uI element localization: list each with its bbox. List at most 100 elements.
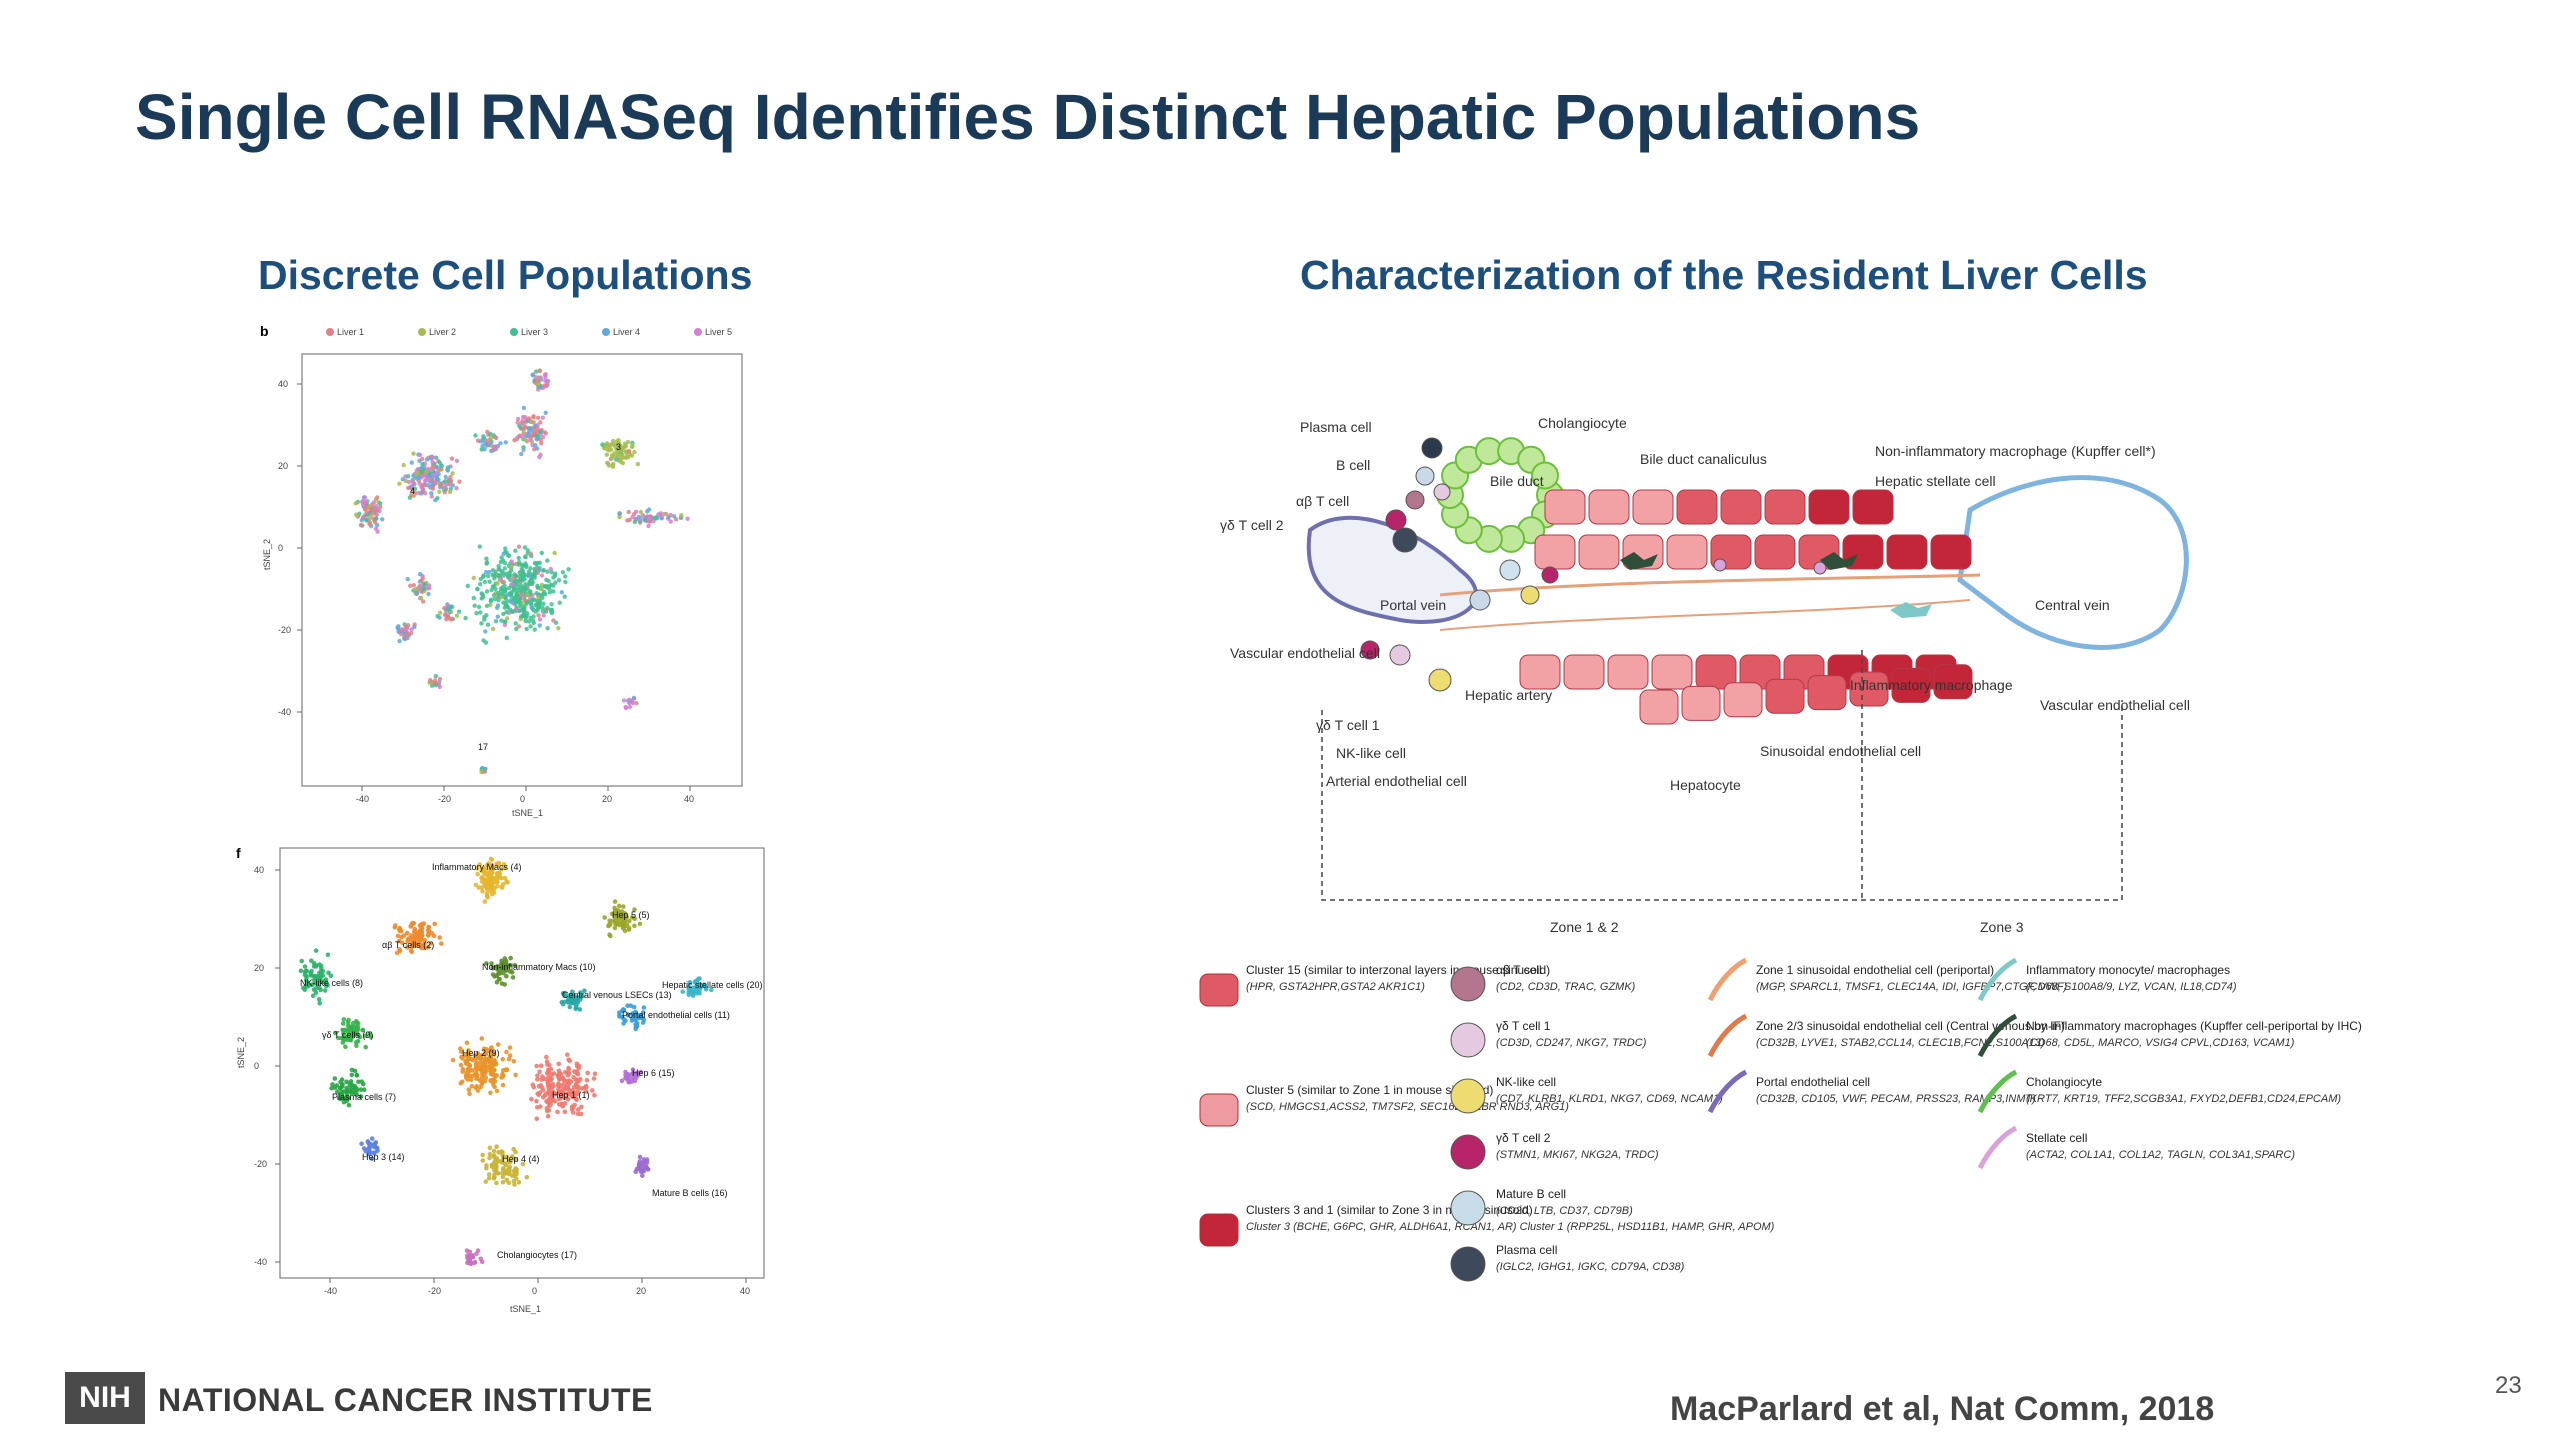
data-point xyxy=(547,584,552,589)
data-point xyxy=(509,1173,515,1178)
label-zone-1-2: Zone 1 & 2 xyxy=(1550,919,1619,935)
data-point xyxy=(370,1143,376,1149)
data-point xyxy=(584,1077,590,1083)
data-point xyxy=(350,1020,356,1026)
data-point xyxy=(395,933,401,939)
data-point xyxy=(488,873,494,879)
data-point xyxy=(546,1099,552,1105)
data-point xyxy=(524,1174,530,1180)
data-point xyxy=(474,1065,479,1070)
data-point xyxy=(505,605,511,610)
data-point xyxy=(543,583,548,589)
cluster-label: αβ T cells (2) xyxy=(382,940,434,950)
data-point xyxy=(531,607,536,613)
data-point xyxy=(492,434,498,440)
data-point xyxy=(354,1072,360,1078)
data-point xyxy=(443,484,448,490)
data-point xyxy=(467,1091,472,1097)
data-point xyxy=(546,1088,552,1093)
data-point xyxy=(477,862,482,867)
cluster-label: Portal endothelial cells (11) xyxy=(622,1010,730,1020)
data-point xyxy=(414,590,419,595)
data-point xyxy=(535,446,540,451)
data-point xyxy=(507,1158,512,1163)
legend-title: Plasma cell xyxy=(1496,1243,1557,1257)
data-point xyxy=(470,1057,476,1063)
data-point xyxy=(475,438,481,443)
data-point xyxy=(491,889,497,895)
data-point xyxy=(368,1034,374,1040)
data-point xyxy=(418,452,423,458)
legend-label: Liver 5 xyxy=(705,327,732,337)
data-point xyxy=(602,915,607,920)
data-point xyxy=(626,925,632,931)
data-point xyxy=(340,1021,346,1026)
data-point xyxy=(645,514,650,519)
data-point xyxy=(496,870,502,876)
data-point xyxy=(617,515,622,520)
x-tick-label: 0 xyxy=(532,1286,537,1296)
data-point xyxy=(325,952,331,958)
data-point xyxy=(606,448,612,453)
data-point xyxy=(514,1167,519,1173)
label-plasma-cell: Plasma cell xyxy=(1300,419,1372,435)
hepatocyte-cell xyxy=(1852,489,1894,525)
legend-swatch xyxy=(1450,1078,1486,1114)
data-point xyxy=(512,1157,518,1162)
y-tick-label: 0 xyxy=(254,1061,259,1071)
data-point xyxy=(680,989,685,994)
data-point xyxy=(481,638,486,643)
data-point xyxy=(346,1088,352,1094)
data-point xyxy=(332,1076,338,1081)
data-point xyxy=(347,1024,353,1029)
y-tick-label: -40 xyxy=(278,707,291,717)
legend-title: Cluster 5 (similar to Zone 1 in mouse si… xyxy=(1246,1083,1493,1097)
data-point xyxy=(480,444,485,449)
data-point xyxy=(501,551,506,557)
hepatocyte-cell xyxy=(1681,685,1721,721)
data-point xyxy=(491,593,497,598)
data-point xyxy=(488,602,493,607)
data-point xyxy=(317,1001,322,1006)
data-point xyxy=(400,940,405,946)
plot-f-frame xyxy=(279,847,765,1279)
data-point xyxy=(546,1078,551,1084)
data-point xyxy=(550,1081,555,1087)
data-point xyxy=(498,559,503,565)
hepatocyte-cell xyxy=(1891,667,1931,703)
data-point xyxy=(353,512,359,517)
data-point xyxy=(501,862,507,867)
data-point xyxy=(578,1111,584,1117)
data-point xyxy=(425,945,431,950)
data-point xyxy=(464,1058,470,1063)
data-point xyxy=(470,1073,475,1079)
data-point xyxy=(522,598,527,603)
data-point xyxy=(472,1259,478,1265)
cluster-label: Hep 2 (9) xyxy=(462,1048,500,1058)
data-point xyxy=(532,569,538,574)
data-point xyxy=(484,1047,489,1052)
panel-letter-b: b xyxy=(260,323,269,339)
data-point xyxy=(429,683,435,688)
data-point xyxy=(481,594,486,600)
data-point xyxy=(635,1013,640,1018)
plot-b-ylabel: tSNE_2 xyxy=(262,539,272,570)
data-point xyxy=(633,1024,639,1030)
legend-genes: Cluster 3 (BCHE, G6PC, GHR, ALDH6A1, RCA… xyxy=(1246,1221,1775,1233)
data-point xyxy=(518,608,523,613)
data-point xyxy=(341,1099,347,1105)
data-point xyxy=(487,1057,492,1063)
data-point xyxy=(519,614,524,619)
portal-vein-outline xyxy=(1306,515,1478,624)
data-point xyxy=(538,429,543,434)
data-point xyxy=(339,1035,345,1041)
legend-swatch xyxy=(1450,966,1486,1002)
x-tick-label: 20 xyxy=(636,1286,646,1296)
data-point xyxy=(329,1085,334,1091)
data-point xyxy=(641,1005,647,1010)
data-point xyxy=(486,1172,492,1177)
data-point xyxy=(333,1030,338,1036)
data-point xyxy=(354,1043,359,1049)
data-point xyxy=(562,999,567,1005)
data-point xyxy=(576,1066,581,1071)
